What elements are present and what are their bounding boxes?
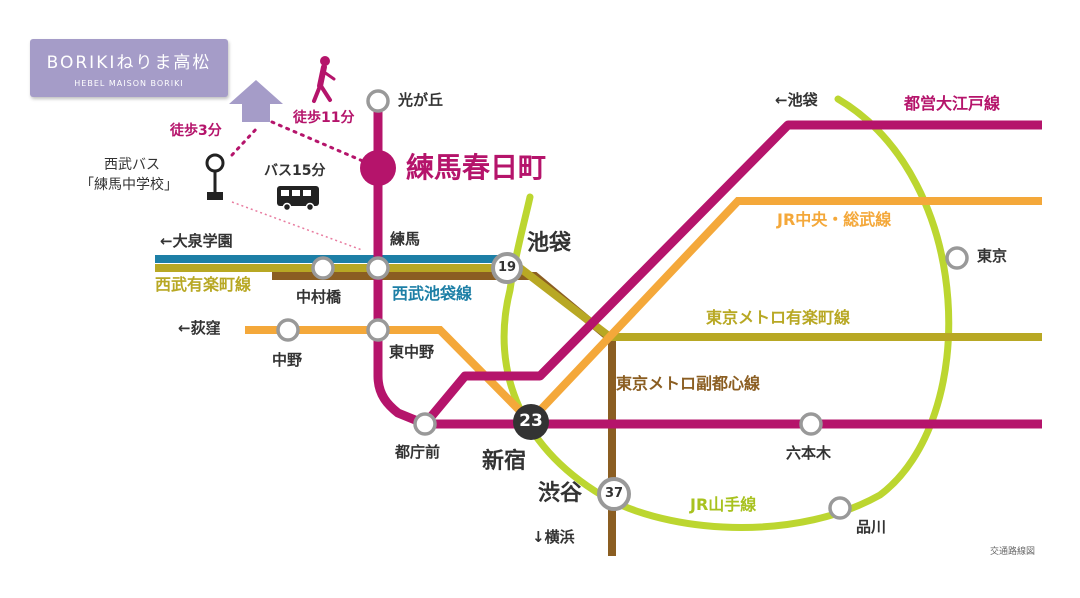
station-nakano <box>276 318 300 342</box>
label-nerima: 練馬 <box>390 230 421 248</box>
direction-ogikubo: ←荻窪 <box>178 319 221 337</box>
label-seibu-ikebukuro-line: 西武池袋線 <box>392 284 473 303</box>
label-tochomae: 都庁前 <box>395 443 441 461</box>
home-arrow-icon <box>229 80 283 122</box>
label-fukutoshin-line: 東京メトロ副都心線 <box>616 374 761 393</box>
badge-ikebukuro <box>491 252 523 284</box>
map-caption: 交通路線図 <box>990 547 1036 557</box>
bus-time: バス15分 <box>264 163 326 179</box>
yamanote-line <box>500 95 953 531</box>
badge-shinjuku <box>513 404 549 440</box>
direction-yokohama: ↓横浜 <box>532 528 575 546</box>
bus-stop-name-1: 西武バス <box>104 157 160 173</box>
walk-time-station: 徒歩11分 <box>293 110 355 126</box>
label-hikarigaoka: 光が丘 <box>398 91 444 109</box>
property-name: BORIKIねりま高松 <box>46 53 212 73</box>
property-subname: HEBEL MAISON BORIKI <box>74 79 184 88</box>
label-tokyo: 東京 <box>977 247 1008 265</box>
direction-oizumi: ←大泉学園 <box>160 232 233 250</box>
badge-shibuya <box>597 477 631 511</box>
main-station-marker <box>360 150 396 186</box>
label-shinagawa: 品川 <box>856 518 887 536</box>
time-ikebukuro: 19 <box>497 260 517 275</box>
bus-stop-name-2: 「練馬中学校」 <box>80 177 178 193</box>
label-shibuya: 渋谷 <box>538 481 583 506</box>
station-shinagawa <box>828 496 852 520</box>
walker-icon <box>312 56 336 103</box>
station-hikarigaoka <box>366 89 390 113</box>
walk-path-bus <box>230 125 260 157</box>
label-metro-yurakucho-line: 東京メトロ有楽町線 <box>706 308 851 327</box>
label-higashinakano: 東中野 <box>389 343 435 361</box>
main-station-label: 練馬春日町 <box>406 151 547 184</box>
direction-ikebukuro: ←池袋 <box>775 91 818 109</box>
label-chuo-sobu-line: JR中央・総武線 <box>777 210 892 229</box>
station-roppongi <box>799 412 823 436</box>
property-logo: BORIKIねりま高松 HEBEL MAISON BORIKI <box>30 39 228 97</box>
label-yamanote-line: JR山手線 <box>690 495 757 514</box>
station-nerima <box>366 256 390 280</box>
metro-yurakucho-line <box>155 264 1042 341</box>
label-oedo-line: 都営大江戸線 <box>904 94 1001 113</box>
time-shinjuku: 23 <box>519 411 543 431</box>
walk-time-bus-stop: 徒歩3分 <box>170 123 222 139</box>
label-nakano: 中野 <box>272 351 303 369</box>
station-tochomae <box>413 412 437 436</box>
bus-icon <box>277 186 319 212</box>
seibu-yurakucho-line <box>272 272 616 556</box>
bus-stop-icon <box>205 153 225 200</box>
label-nakamurabashi: 中村橋 <box>296 288 342 306</box>
oedo-line <box>373 100 1042 429</box>
time-shibuya: 37 <box>604 486 624 501</box>
bus-path <box>231 201 363 251</box>
label-ikebukuro: 池袋 <box>527 231 572 256</box>
station-higashinakano <box>366 318 390 342</box>
walk-path-station <box>270 120 367 164</box>
label-shinjuku: 新宿 <box>482 449 527 474</box>
label-roppongi: 六本木 <box>786 444 832 462</box>
label-seibu-yurakucho-line: 西武有楽町線 <box>155 275 252 294</box>
station-tokyo <box>945 246 969 270</box>
station-nakamurabashi <box>311 256 335 280</box>
